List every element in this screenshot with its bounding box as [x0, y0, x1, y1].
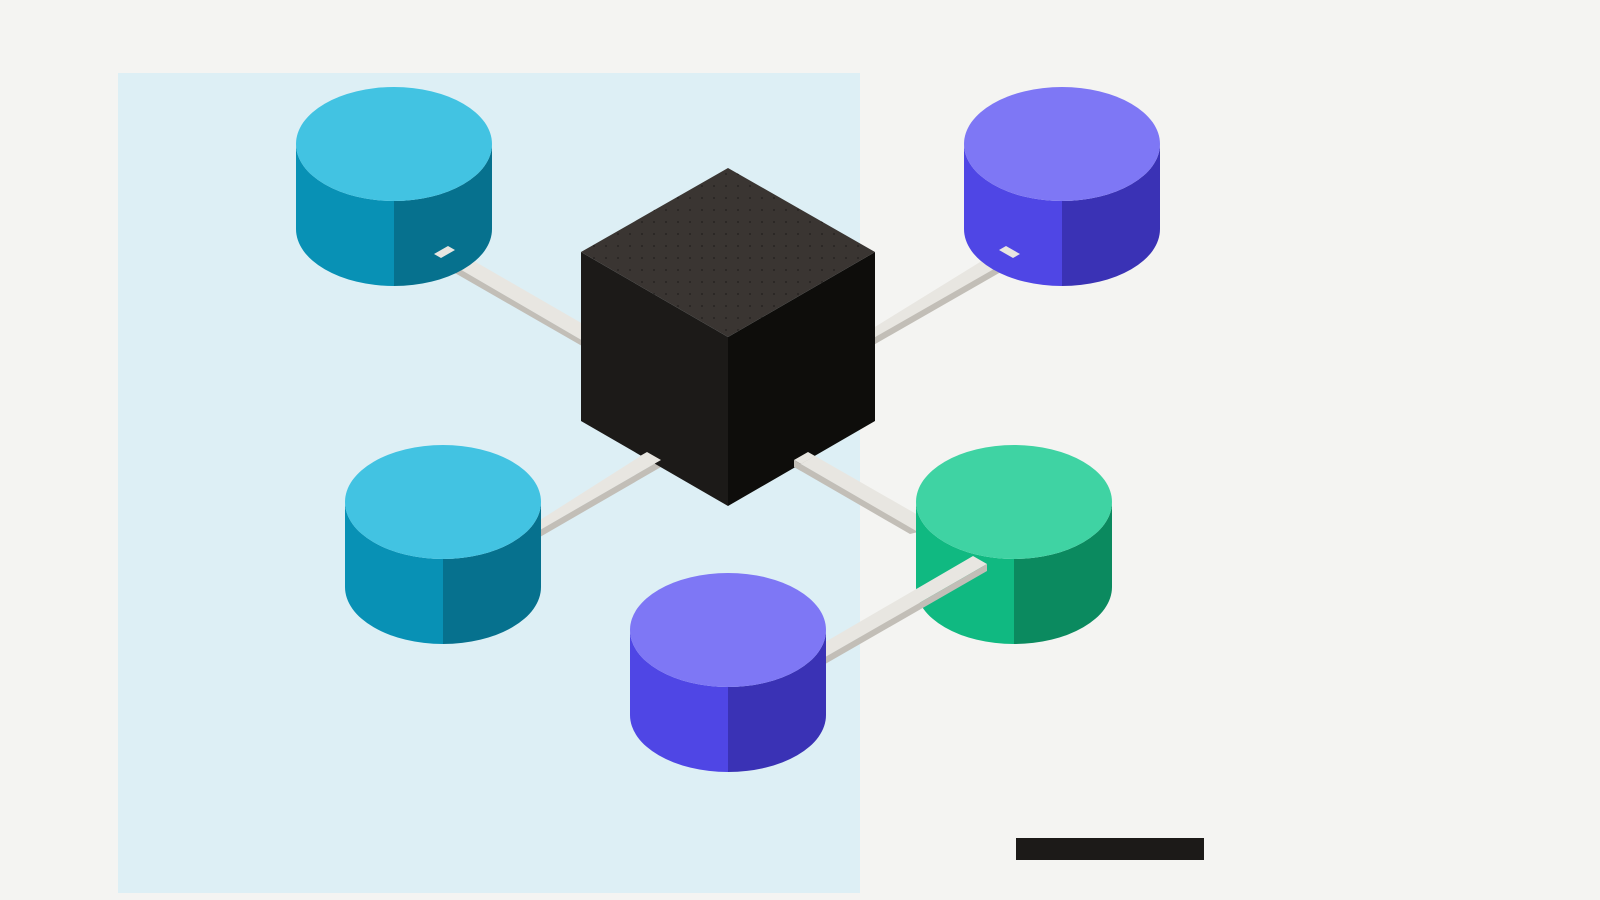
node-port-stubs [434, 246, 1020, 258]
hub-cube [581, 168, 875, 506]
connector-side-face [434, 254, 590, 346]
connector-bottom-right-bottom-center [820, 556, 987, 667]
connector-hub-top-left [434, 246, 590, 346]
connector-top-face [870, 246, 1020, 340]
database-node-bottom-left[interactable] [345, 445, 541, 644]
connector-hub-bottom-right [794, 452, 918, 534]
connector-hub-bottom-left [540, 452, 661, 537]
database-node-bottom-right[interactable] [916, 445, 1112, 644]
cylinder-left-side [296, 144, 394, 286]
database-node-top-right[interactable] [964, 87, 1160, 286]
cylinder-top-face [916, 445, 1112, 559]
cylinder-right-side [443, 502, 541, 644]
cylinder-left-side [630, 630, 728, 772]
connector-side-face [794, 460, 918, 534]
cylinder-top-face [345, 445, 541, 559]
hub-left-face [581, 252, 728, 506]
hub-right-face [728, 252, 875, 506]
cylinder-top-face [630, 573, 826, 687]
cylinder-top-face [296, 87, 492, 201]
connector-hub-top-right [870, 246, 1020, 347]
cylinder-right-side [1014, 502, 1112, 644]
database-node-bottom-center[interactable] [630, 573, 826, 772]
port-stub-bottom-left [640, 452, 661, 464]
connector-top-face [540, 452, 661, 530]
hub-top-texture [581, 168, 875, 337]
connector-top-face [820, 556, 987, 660]
connector-side-face [820, 564, 987, 667]
scale-bar [1016, 838, 1204, 860]
port-stub-bottom-right-side [794, 460, 801, 471]
cylinder-right-side [394, 144, 492, 286]
connector-side-face [540, 460, 661, 537]
port-stub-top-left [434, 246, 455, 258]
cylinder-left-side [345, 502, 443, 644]
port-stub-top-right [999, 246, 1020, 258]
connector-top-face [434, 246, 590, 345]
database-node-top-left[interactable] [296, 87, 492, 286]
cylinder-left-side [964, 144, 1062, 286]
cylinder-right-side [1062, 144, 1160, 286]
cylinder-top-face [964, 87, 1160, 201]
cylinder-right-side [728, 630, 826, 772]
hub-port-stubs [640, 452, 815, 471]
connector-side-face [870, 254, 1020, 347]
connector-top-face [794, 452, 918, 532]
port-stub-bottom-right [794, 452, 815, 464]
